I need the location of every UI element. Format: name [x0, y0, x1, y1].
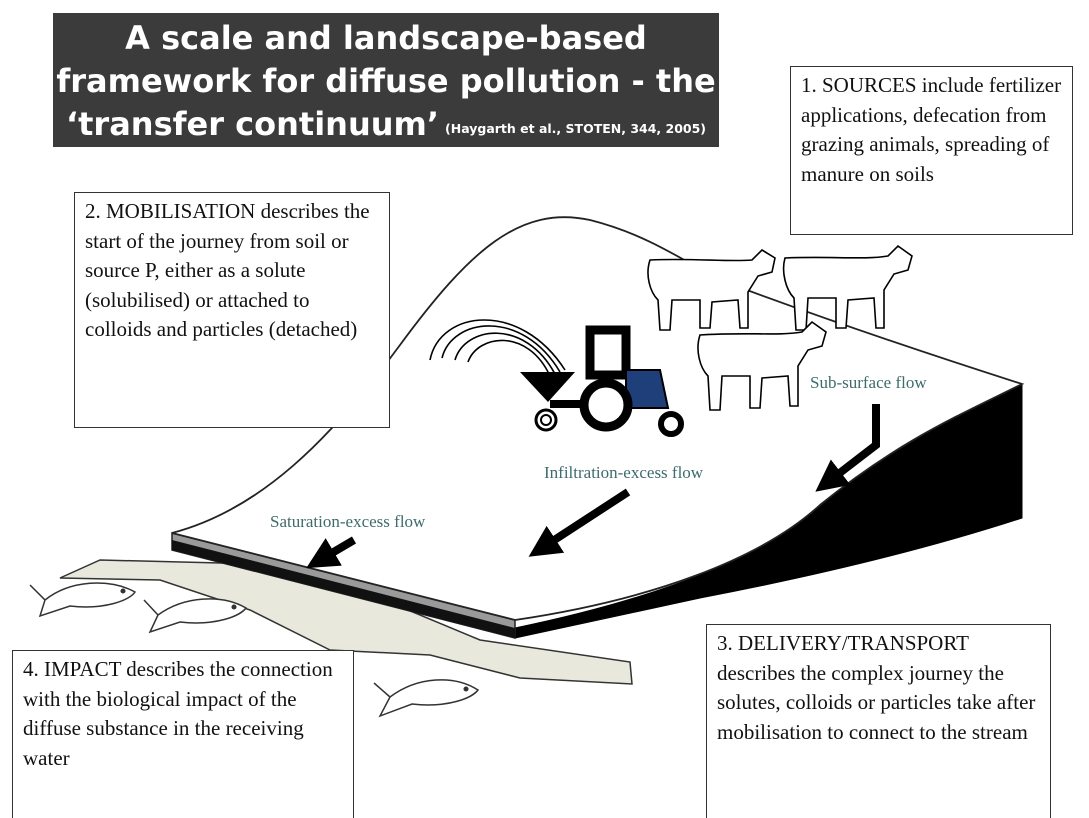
subsurface-flow-arrow [815, 404, 880, 492]
delivery-text: 3. DELIVERY/TRANSPORT describes the comp… [717, 631, 1036, 744]
cow-icon [697, 320, 827, 411]
tractor [534, 325, 684, 437]
soil-front-edge-dark [172, 540, 515, 638]
title-line-3: ‘transfer continuum’ (Haygarth et al., ST… [53, 103, 719, 150]
sources-box: 1. SOURCES include fertilizer applicatio… [790, 66, 1073, 235]
mobilisation-box: 2. MOBILISATION describes the start of t… [74, 192, 390, 428]
mobilisation-text: 2. MOBILISATION describes the start of t… [85, 199, 370, 341]
impact-text: 4. IMPACT describes the connection with … [23, 657, 333, 770]
title-line-1: A scale and landscape-based [125, 19, 647, 57]
stream [59, 559, 633, 685]
title-citation: (Haygarth et al., STOTEN, 344, 2005) [445, 121, 707, 136]
title-line-3-text: ‘transfer continuum’ [65, 105, 440, 143]
title-line-2: framework for diffuse pollution - the [56, 62, 716, 100]
infiltration-flow-label: Infiltration-excess flow [544, 463, 704, 482]
delivery-box: 3. DELIVERY/TRANSPORT describes the comp… [706, 624, 1051, 818]
cow-icon [782, 244, 913, 331]
impact-box: 4. IMPACT describes the connection with … [12, 650, 354, 818]
subsurface-flow-label: Sub-surface flow [810, 373, 927, 392]
fish-icon [143, 598, 248, 634]
saturation-flow-arrow [306, 536, 357, 569]
spray-arcs [429, 319, 566, 377]
spreader-hopper [520, 372, 575, 402]
cow-icon [647, 248, 776, 331]
fish-icon [373, 679, 480, 718]
fish-icon [29, 582, 137, 618]
saturation-flow-label: Saturation-excess flow [270, 512, 426, 531]
title-banner: A scale and landscape-based framework fo… [53, 13, 719, 147]
infiltration-flow-arrow [528, 488, 631, 557]
sources-text: 1. SOURCES include fertilizer applicatio… [801, 73, 1062, 186]
